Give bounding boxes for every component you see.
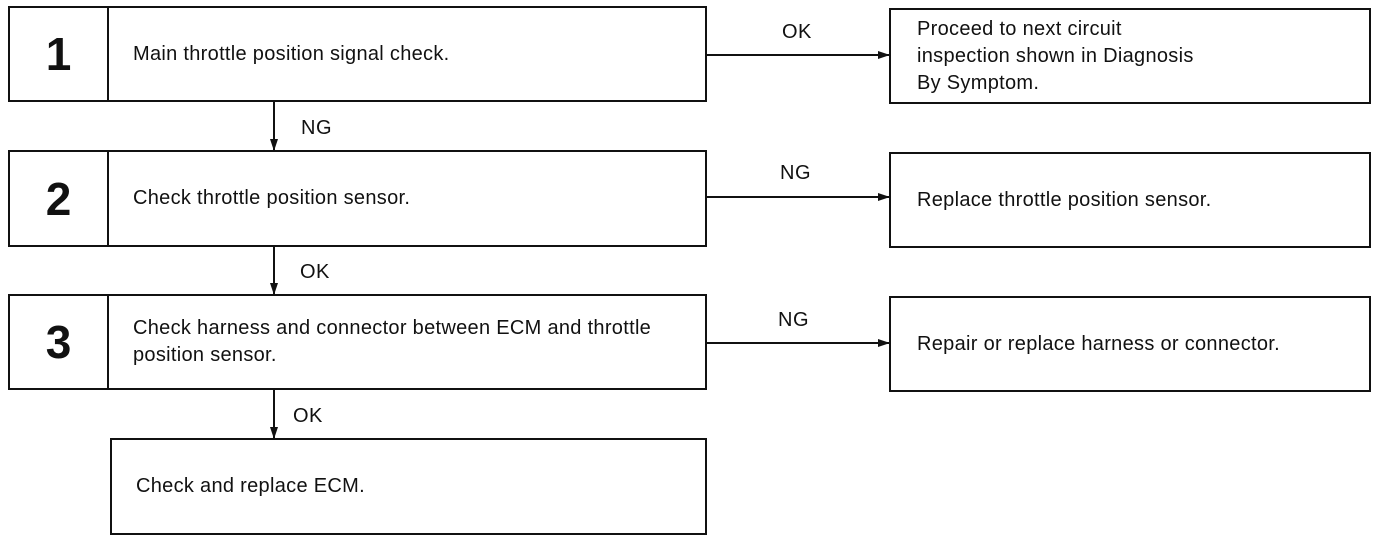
final-step-box: Check and replace ECM. — [110, 438, 707, 535]
result-2-text: Replace throttle position sensor. — [917, 188, 1212, 211]
result-box-1: Proceed to next circuit inspection shown… — [889, 8, 1371, 104]
result-1-text: Proceed to next circuit inspection shown… — [917, 17, 1194, 94]
branch-label-step2: NG — [780, 162, 811, 184]
step-1-number: 1 — [10, 8, 109, 100]
final-step-text: Check and replace ECM. — [136, 475, 365, 497]
down-label-step2: OK — [300, 261, 330, 283]
step-3-number: 3 — [10, 296, 109, 388]
step-2-number: 2 — [10, 152, 109, 245]
branch-label-step1: OK — [782, 21, 812, 43]
step-2-box: 2 Check throttle position sensor. — [8, 150, 707, 247]
step-3-box: 3 Check harness and connector between EC… — [8, 294, 707, 390]
step-1-text: Main throttle position signal check. — [133, 42, 450, 65]
step-2-text: Check throttle position sensor. — [133, 187, 411, 209]
down-label-step3: OK — [293, 405, 323, 427]
result-box-3: Repair or replace harness or connector. — [889, 296, 1371, 392]
down-label-step1: NG — [301, 117, 332, 139]
result-box-2: Replace throttle position sensor. — [889, 152, 1371, 248]
branch-label-step3: NG — [778, 309, 809, 331]
step-1-box: 1 Main throttle position signal check. — [8, 6, 707, 102]
step-3-text: Check harness and connector between ECM … — [133, 317, 652, 366]
result-3-text: Repair or replace harness or connector. — [917, 332, 1280, 355]
